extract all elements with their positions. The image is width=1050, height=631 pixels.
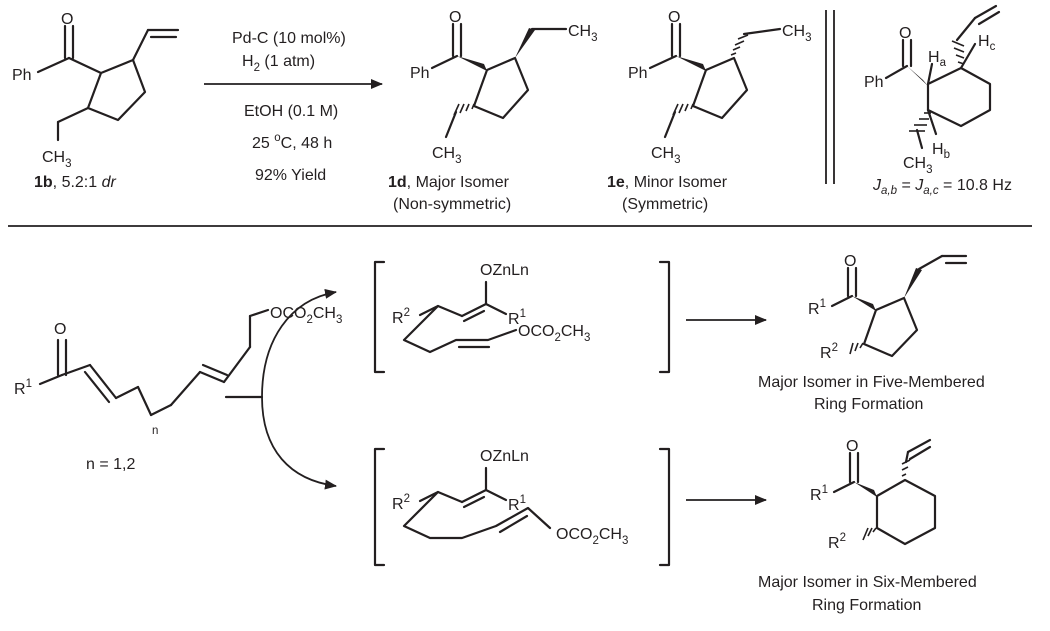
compound-1d-description: (Non-symmetric) — [393, 196, 511, 213]
yield-label: 92% Yield — [255, 167, 326, 184]
branching-arrows — [224, 288, 337, 490]
phenyl-label: Ph — [628, 65, 648, 82]
reaction-conditions: Pd-C (10 mol%) H2 (1 atm) EtOH (0.1 M) 2… — [204, 30, 383, 184]
catalyst-label: Pd-C (10 mol%) — [232, 30, 346, 47]
compound-1b-caption: 1b, 5.2:1 dr — [34, 174, 116, 191]
n-subscript: n — [152, 425, 158, 437]
acyclic-substrate: O R1 n OCO2CH3 n = 1,2 — [14, 305, 342, 473]
oxygen-label: O — [54, 321, 66, 338]
methyl-label: CH3 — [568, 23, 598, 44]
solvent-label: EtOH (0.1 M) — [244, 103, 338, 120]
r2-label: R2 — [392, 307, 410, 327]
carbonate-label: OCO2CH3 — [270, 305, 342, 326]
proton-a-label: Ha — [928, 49, 947, 69]
oxygen-label: O — [668, 9, 680, 26]
carbonate-label: OCO2CH3 — [518, 323, 590, 344]
r1-label: R1 — [508, 494, 526, 514]
phenyl-label: Ph — [12, 67, 32, 84]
proton-c-label: Hc — [978, 33, 996, 53]
phenyl-label: Ph — [864, 74, 884, 91]
compound-1b: O Ph CH3 1b, 5.2:1 dr — [12, 11, 180, 191]
methyl-label: CH3 — [903, 155, 933, 176]
temperature-label: 25 oC, 48 h — [252, 132, 332, 152]
r1-label: R1 — [810, 484, 828, 504]
r2-label: R2 — [392, 493, 410, 513]
zinc-enolate-label: OZnLn — [480, 448, 529, 465]
coupling-constant-label: Ja,b = Ja,c = 10.8 Hz — [872, 177, 1012, 197]
compound-1e-description: (Symmetric) — [622, 196, 708, 213]
methyl-label: CH3 — [651, 145, 681, 166]
r1-label: R1 — [808, 298, 826, 318]
oxygen-label: O — [899, 25, 911, 42]
oxygen-label: O — [846, 438, 858, 455]
compound-1d: O Ph CH3 CH3 1d, Major Isomer (Non-symme… — [388, 9, 598, 213]
compound-1e: O Ph CH3 CH3 1e, Minor Isomer (Symmetric… — [607, 9, 812, 213]
product-five-membered: O R1 R2 Major Isomer in Five-Membered Ri… — [758, 253, 985, 413]
cyclohexane-model: O Ph Ha Hc Hb CH3 Ja,b = Ja,c = 10.8 Hz — [864, 4, 1012, 197]
methyl-label: CH3 — [782, 23, 812, 44]
proton-b-label: Hb — [932, 141, 950, 161]
r1-label: R1 — [14, 378, 32, 398]
n-values-label: n = 1,2 — [86, 456, 135, 473]
r2-label: R2 — [820, 342, 838, 362]
six-membered-caption-line2: Ring Formation — [812, 597, 921, 614]
product-six-membered: O R1 R2 Major Isomer in Six-Membered Rin… — [758, 438, 977, 614]
zinc-enolate-label: OZnLn — [480, 262, 529, 279]
r1-label: R1 — [508, 308, 526, 328]
r2-label: R2 — [828, 532, 846, 552]
transition-state-five: OZnLn R1 R2 OCO2CH3 — [373, 260, 671, 374]
six-membered-caption-line1: Major Isomer in Six-Membered — [758, 574, 977, 591]
five-membered-caption-line1: Major Isomer in Five-Membered — [758, 374, 985, 391]
oxygen-label: O — [449, 9, 461, 26]
carbonate-label: OCO2CH3 — [556, 526, 628, 547]
phenyl-label: Ph — [410, 65, 430, 82]
five-membered-caption-line2: Ring Formation — [814, 396, 923, 413]
compound-1e-caption: 1e, Minor Isomer — [607, 174, 728, 191]
hydrogen-label: H2 (1 atm) — [242, 53, 315, 74]
oxygen-label: O — [844, 253, 856, 270]
methyl-label: CH3 — [42, 149, 72, 170]
compound-1d-caption: 1d, Major Isomer — [388, 174, 510, 191]
oxygen-label: O — [61, 11, 73, 28]
methyl-label: CH3 — [432, 145, 462, 166]
transition-state-six: OZnLn R1 R2 OCO2CH3 — [373, 447, 671, 567]
